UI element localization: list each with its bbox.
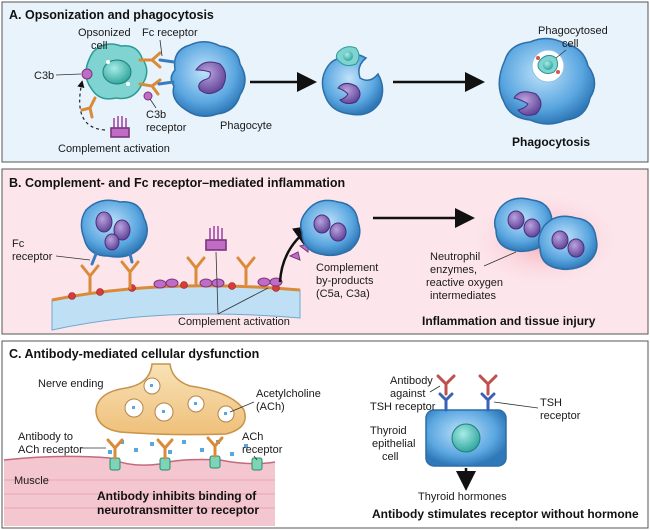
complement-cycle-arrow: [77, 80, 106, 131]
muscle-fibers: [4, 479, 275, 509]
neutrophil-products-label-4: intermediates: [430, 290, 497, 302]
antibody-icon: [80, 256, 256, 294]
fc-receptor-label-2: receptor: [12, 251, 53, 263]
fc-receptor-label-1: Fc: [12, 238, 25, 250]
antibody-tsh-label-3: TSH receptor: [370, 401, 436, 413]
c3b-icon: [81, 68, 93, 80]
nerve-ending-label: Nerve ending: [38, 378, 103, 390]
antibody-icon: [80, 51, 162, 119]
tsh-receptor-label-2: receptor: [540, 410, 581, 422]
engulfing-phagocyte: [321, 46, 384, 116]
panel-c-result-left-2: neurotransmitter to receptor: [97, 503, 259, 517]
panel-c-result-right: Antibody stimulates receptor without hor…: [372, 507, 639, 521]
antibody-ach-label-2: ACh receptor: [18, 444, 83, 456]
phagocyte: [170, 41, 246, 117]
thyroid-cell-label-3: cell: [382, 451, 399, 463]
ach-receptor-leader: [253, 455, 258, 461]
fc-receptor-label: Fc receptor: [142, 27, 198, 39]
byproducts-label-1: Complement: [316, 262, 378, 274]
neutrophil: [80, 199, 148, 258]
opsonized-cell: [85, 43, 148, 100]
panel-a-title: A. Opsonization and phagocytosis: [9, 8, 214, 22]
complement-leader-1: [215, 251, 219, 315]
activated-neutrophil: [299, 199, 361, 257]
ach-receptor-icon: [109, 455, 263, 471]
opsonized-cell-label-2: cell: [91, 40, 108, 52]
thyroid-cell: [425, 409, 507, 467]
acetylcholine-label-1: Acetylcholine: [256, 388, 321, 400]
muscle-label: Muscle: [14, 475, 49, 487]
c3b-label: C3b: [34, 70, 54, 82]
acetylcholine-leader: [229, 401, 255, 413]
neutrophil-products-label-1: Neutrophil: [430, 251, 480, 263]
phagocytosed-leader: [555, 49, 567, 59]
panel-c-result-left-1: Antibody inhibits binding of: [97, 489, 257, 503]
antibody-icon: [106, 436, 224, 460]
panel-c-title: C. Antibody-mediated cellular dysfunctio…: [9, 347, 259, 361]
muscle: [4, 456, 275, 526]
fc-receptor-icon: [90, 252, 134, 266]
complement-activation-label: Complement activation: [178, 316, 290, 328]
panel-a-result: Phagocytosis: [512, 135, 590, 149]
fc-receptor-leader: [159, 39, 163, 57]
membrane-antigens: [68, 281, 280, 300]
neutrophil-products-label-3: reactive oxygen: [426, 277, 503, 289]
panel-c: C. Antibody-mediated cellular dysfunctio…: [1, 340, 649, 529]
panel-b: B. Complement- and Fc receptor–mediated …: [1, 168, 649, 335]
panel-b-title: B. Complement- and Fc receptor–mediated …: [9, 176, 345, 190]
acetylcholine-label-2: (ACh): [256, 401, 285, 413]
tsh-receptor-leader: [493, 401, 539, 409]
complement-leader-2: [217, 287, 269, 315]
inflammation-neutrophils: [493, 197, 598, 271]
complement-complex-icon: [205, 226, 227, 251]
phagocytosed-phagocyte: [498, 37, 596, 125]
antibody-tsh-label-1: Antibody: [390, 375, 433, 387]
thyroid-cell-label-1: Thyroid: [370, 425, 407, 437]
thyroid-hormones-label: Thyroid hormones: [418, 491, 507, 503]
complement-activation-label: Complement activation: [58, 143, 170, 155]
antibody-ach-label-1: Antibody to: [18, 431, 73, 443]
opsonized-cell-label-1: Opsonized: [78, 27, 131, 39]
c3b-leader: [55, 73, 82, 76]
phagocytosed-cell-label-1: Phagocytosed: [538, 25, 608, 37]
fc-receptor-icon: [157, 58, 176, 86]
muscle-membrane: [3, 455, 276, 466]
complement-complex-icon: [110, 116, 130, 138]
ach-receptor-label-1: ACh: [242, 431, 263, 443]
byproducts-label-2: by-products: [316, 275, 374, 287]
tsh-receptor-icon: [438, 392, 496, 412]
antibody-tsh-label-2: against: [390, 388, 425, 400]
phagocytosed-cell-label-2: cell: [562, 38, 579, 50]
c3b-receptor-label-2: receptor: [146, 122, 187, 134]
fc-receptor-leader: [55, 255, 91, 261]
neutrophil-products-leader: [483, 251, 517, 267]
neutrophil-products-label-2: enzymes,: [430, 264, 477, 276]
panel-a: A. Opsonization and phagocytosis: [1, 1, 649, 163]
antibody-tsh-leader: [429, 385, 441, 393]
c3b-receptor-label-1: C3b: [146, 109, 166, 121]
panel-b-result: Inflammation and tissue injury: [422, 314, 596, 328]
thyroid-cell-label-2: epithelial: [372, 438, 415, 450]
c3b-icon: [143, 91, 153, 101]
antibody-icon: [436, 374, 498, 396]
phagocyte-label: Phagocyte: [220, 120, 272, 132]
byproducts-label-3: (C5a, C3a): [316, 288, 370, 300]
ach-receptor-label-2: receptor: [242, 444, 283, 456]
tsh-receptor-label-1: TSH: [540, 397, 562, 409]
c3b-receptor-leader: [149, 98, 157, 109]
